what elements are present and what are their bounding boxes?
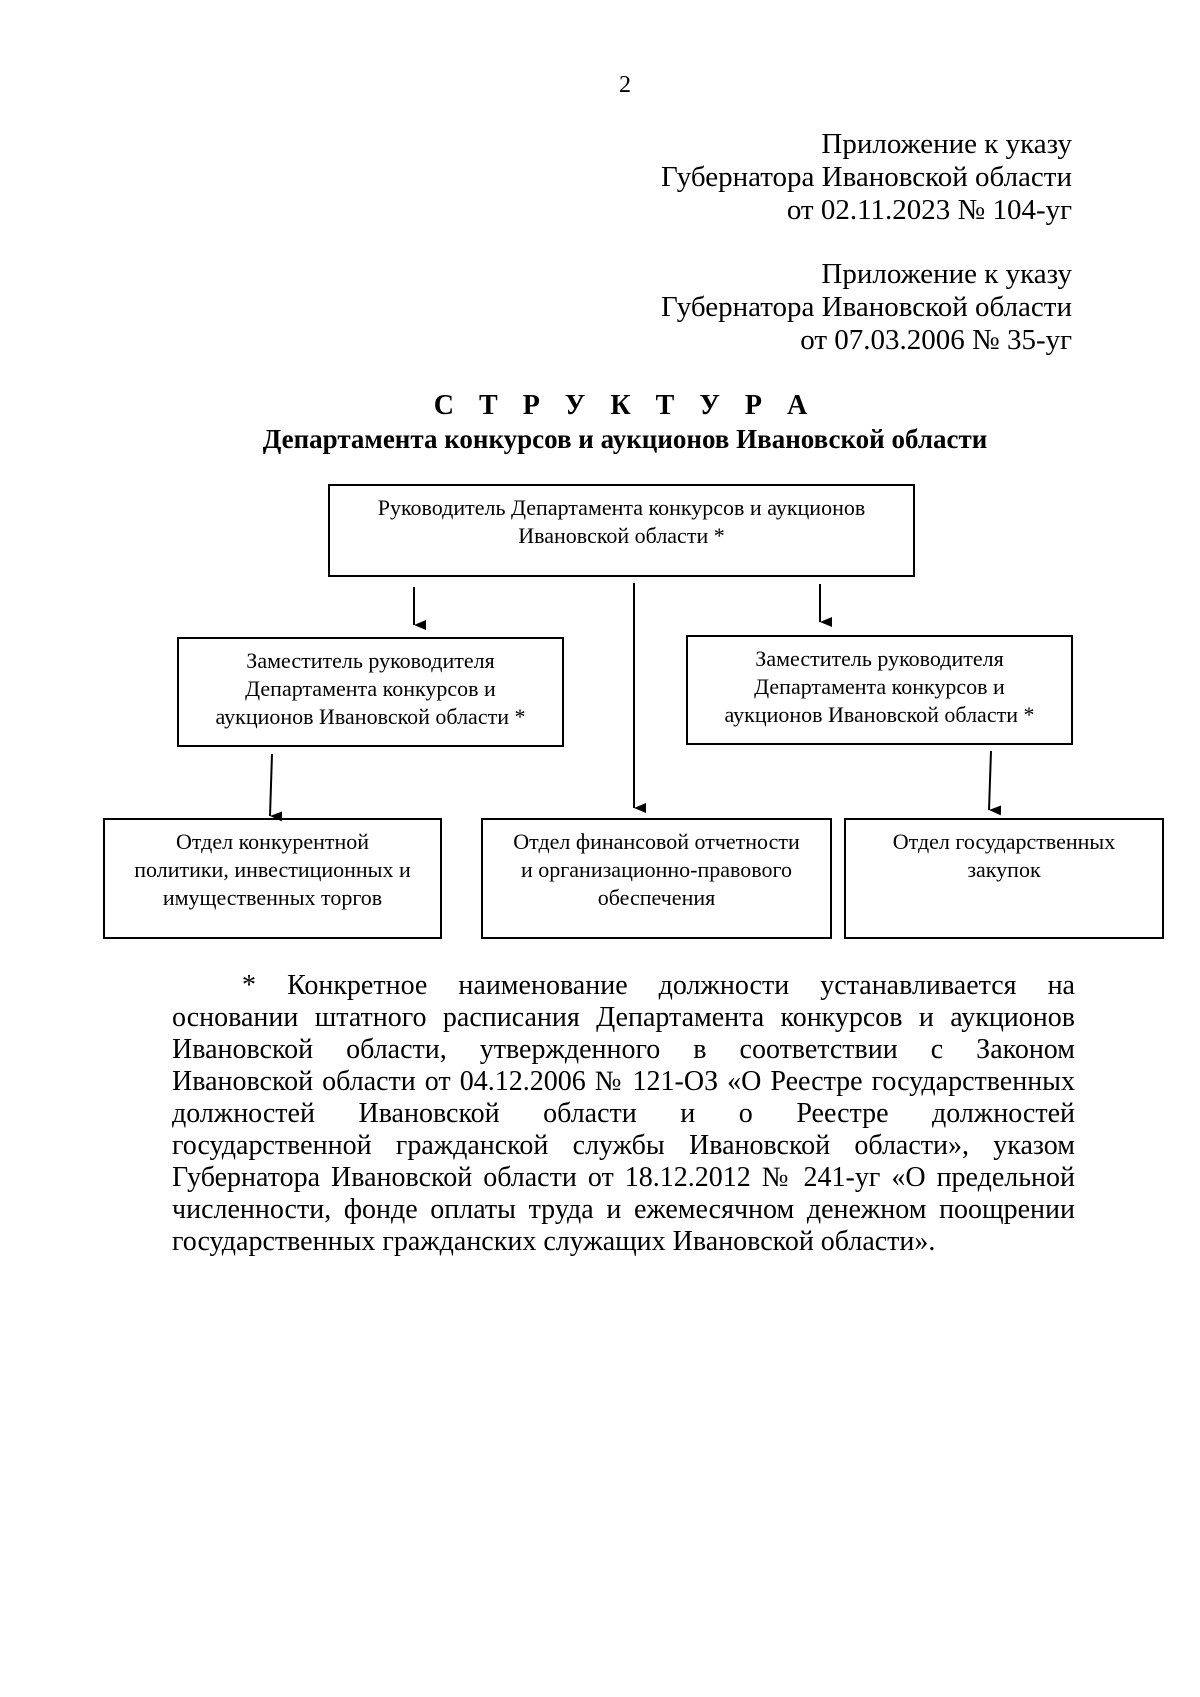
footnote-line: Ивановской области от 04.12.2006 № 121-О… (172, 1066, 1075, 1097)
org-box-deputy-right: Заместитель руководителя Департамента ко… (686, 635, 1073, 745)
deputy-right-line2: Департамента конкурсов и (754, 674, 1005, 699)
dept-finance-line1: Отдел финансовой отчетности (513, 829, 800, 854)
dept-competition-line2: политики, инвестиционных и (134, 857, 411, 882)
page-number: 2 (619, 72, 631, 98)
footnote-line: основании штатного расписания Департамен… (172, 1002, 1075, 1033)
footnote-line: * Конкретное наименование должности уста… (242, 970, 1075, 1001)
dept-competition-line1: Отдел конкурентной (175, 829, 370, 854)
org-chart-connectors (269, 583, 1002, 822)
appendix-current-decree: Приложение к указу Губернатора Ивановско… (661, 128, 1072, 227)
dept-procurement-line1: Отдел государственных (892, 829, 1116, 854)
arrow-deputy-right-to-procurement-dept (988, 750, 1002, 816)
deputy-left-line1: Заместитель руководителя (246, 648, 495, 673)
footnote: * Конкретное наименование должности уста… (172, 970, 1075, 1258)
appendix-current-line3: от 02.11.2023 № 104-уг (786, 194, 1072, 226)
dept-competition-line3: имущественных торгов (162, 885, 383, 910)
head-line1: Руководитель Департамента конкурсов и ау… (377, 495, 866, 520)
dept-finance-line3: обеспечения (597, 885, 716, 910)
org-box-deputy-left: Заместитель руководителя Департамента ко… (177, 637, 564, 747)
org-box-dept-finance: Отдел финансовой отчетности и организаци… (481, 818, 832, 939)
dept-procurement-line2: закупок (967, 857, 1041, 882)
footnote-line: Ивановской области, утвержденного в соот… (172, 1034, 1075, 1065)
dept-finance-line2: и организационно-правового (521, 857, 792, 882)
document-subtitle: Департамента конкурсов и аукционов Ивано… (262, 424, 988, 454)
appendix-current-line1: Приложение к указу (821, 128, 1072, 160)
org-box-dept-competition: Отдел конкурентной политики, инвестицион… (103, 818, 442, 939)
footnote-line: должностей Ивановской области и о Реестр… (172, 1098, 1075, 1129)
footnote-line: государственных гражданских служащих Ива… (172, 1226, 936, 1257)
footnote-line: государственной гражданской службы Ивано… (172, 1130, 1075, 1161)
footnote-line: Губернатора Ивановской области от 18.12.… (172, 1162, 1075, 1193)
deputy-left-line3: аукционов Ивановской области * (215, 704, 526, 729)
appendix-original-line1: Приложение к указу (821, 258, 1072, 290)
footnote-line: численности, фонде оплаты труда и ежемес… (172, 1194, 1075, 1225)
arrow-deputy-left-to-competition-dept (269, 753, 283, 822)
appendix-original-line3: от 07.03.2006 № 35-уг (800, 324, 1072, 356)
head-line2: Ивановской области * (518, 523, 725, 548)
appendix-original-decree: Приложение к указу Губернатора Ивановско… (661, 258, 1072, 357)
org-box-head: Руководитель Департамента конкурсов и ау… (328, 484, 915, 577)
deputy-right-line1: Заместитель руководителя (755, 646, 1004, 671)
deputy-left-line2: Департамента конкурсов и (245, 676, 496, 701)
appendix-current-line2: Губернатора Ивановской области (661, 161, 1072, 193)
document-title: С Т Р У К Т У Р А (433, 390, 817, 421)
appendix-original-line2: Губернатора Ивановской области (661, 291, 1072, 323)
org-box-dept-procurement: Отдел государственных закупок (844, 818, 1164, 939)
deputy-right-line3: аукционов Ивановской области * (724, 702, 1035, 727)
